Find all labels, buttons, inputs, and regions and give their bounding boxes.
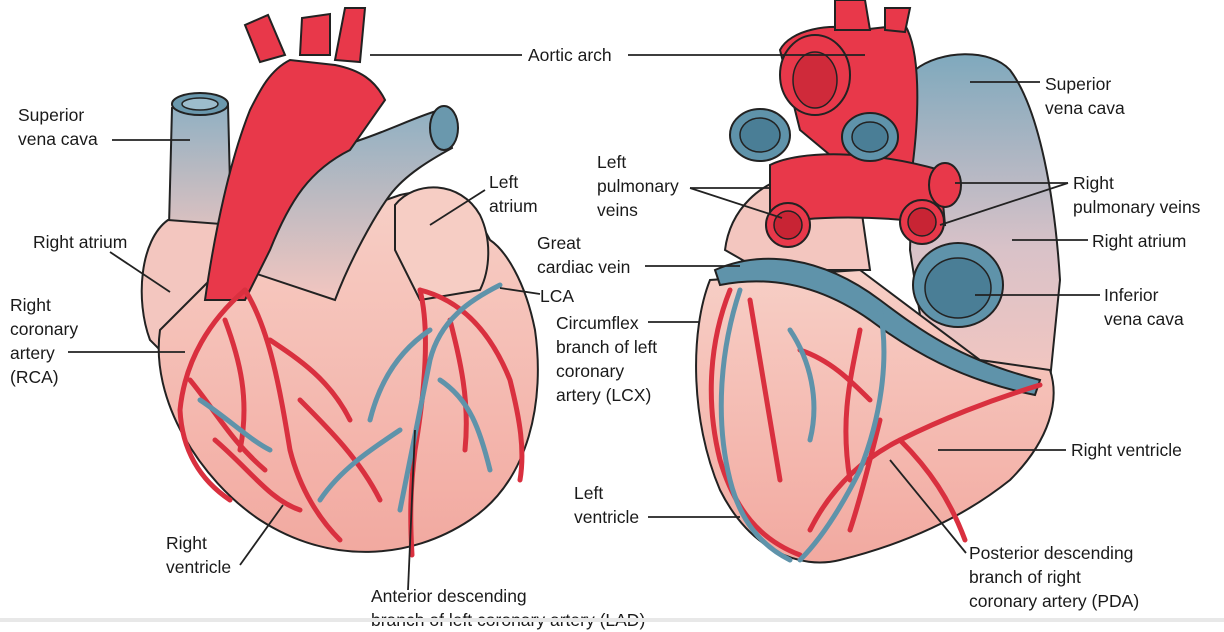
- label-line: Anterior descending: [371, 586, 527, 606]
- label-line: vena cava: [1045, 98, 1125, 118]
- label-line: coronary: [10, 319, 79, 339]
- label-great-cardiac-vein: Great cardiac vein: [537, 231, 630, 279]
- label-pda: Posterior descending branch of right coron…: [969, 541, 1139, 613]
- label-line: ventricle: [166, 557, 232, 577]
- label-line: Circumflex: [556, 313, 639, 333]
- label-right-atrium-left: Right atrium: [33, 230, 127, 254]
- label-line: Left: [574, 483, 604, 503]
- label-line: branch of left: [556, 337, 658, 357]
- label-line: (RCA): [10, 367, 59, 387]
- label-line: coronary artery (PDA): [969, 591, 1140, 611]
- label-line: branch of right: [969, 567, 1081, 587]
- label-superior-vena-cava-left: Superior vena cava: [18, 103, 98, 151]
- posterior-arteries: [708, 287, 1043, 558]
- label-right-ventricle-left: Right ventricle: [166, 531, 231, 579]
- left-atrium-shape: [394, 186, 490, 302]
- label-line: Great: [537, 233, 581, 253]
- label-line: Right atrium: [33, 232, 128, 252]
- bottom-edge-bar: [0, 618, 1224, 622]
- label-line: Left: [489, 172, 519, 192]
- label-line: Right ventricle: [1071, 440, 1182, 460]
- label-line: Left: [597, 152, 627, 172]
- label-line: pulmonary: [597, 176, 679, 196]
- label-superior-vena-cava-right: Superior vena cava: [1045, 72, 1125, 120]
- label-line: LCA: [540, 286, 575, 306]
- label-line: atrium: [489, 196, 538, 216]
- label-line: veins: [597, 200, 638, 220]
- label-line: artery: [10, 343, 55, 363]
- aorta-shape: [203, 58, 387, 301]
- label-left-atrium: Left atrium: [489, 170, 538, 218]
- posterior-veins: [718, 287, 887, 563]
- label-right-pulmonary-veins: Right pulmonary veins: [1073, 171, 1200, 219]
- label-line: vena cava: [1104, 309, 1184, 329]
- label-line: artery (LCX): [556, 385, 652, 405]
- label-line: Right: [10, 295, 51, 315]
- label-line: vena cava: [18, 129, 98, 149]
- label-left-ventricle: Left ventricle: [574, 481, 639, 529]
- label-line: Inferior: [1104, 285, 1159, 305]
- label-rca: Right coronary artery (RCA): [10, 293, 78, 389]
- label-line: Right: [1073, 173, 1114, 193]
- label-line: cardiac vein: [537, 257, 631, 277]
- anterior-heart: [140, 7, 539, 558]
- label-right-ventricle-right: Right ventricle: [1071, 438, 1182, 462]
- label-line: Right: [166, 533, 207, 553]
- label-aortic-arch: Aortic arch: [528, 43, 612, 67]
- label-line: Aortic arch: [528, 45, 612, 65]
- label-line: pulmonary veins: [1073, 197, 1201, 217]
- label-lcx: Circumflex branch of left coronary artery (…: [556, 311, 657, 407]
- label-inferior-vena-cava: Inferior vena cava: [1104, 283, 1184, 331]
- posterior-heart: [695, 0, 1062, 564]
- leader-lines: [68, 54, 1100, 591]
- label-left-pulmonary-veins: Left pulmonary veins: [597, 150, 679, 222]
- label-right-atrium-right: Right atrium: [1092, 229, 1186, 253]
- label-lca: LCA: [540, 284, 574, 308]
- label-line: Superior: [18, 105, 85, 125]
- label-line: Posterior descending: [969, 543, 1134, 563]
- label-line: coronary: [556, 361, 625, 381]
- label-line: Right atrium: [1092, 231, 1187, 251]
- label-line: ventricle: [574, 507, 640, 527]
- label-line: Superior: [1045, 74, 1112, 94]
- anterior-veins: [197, 282, 503, 513]
